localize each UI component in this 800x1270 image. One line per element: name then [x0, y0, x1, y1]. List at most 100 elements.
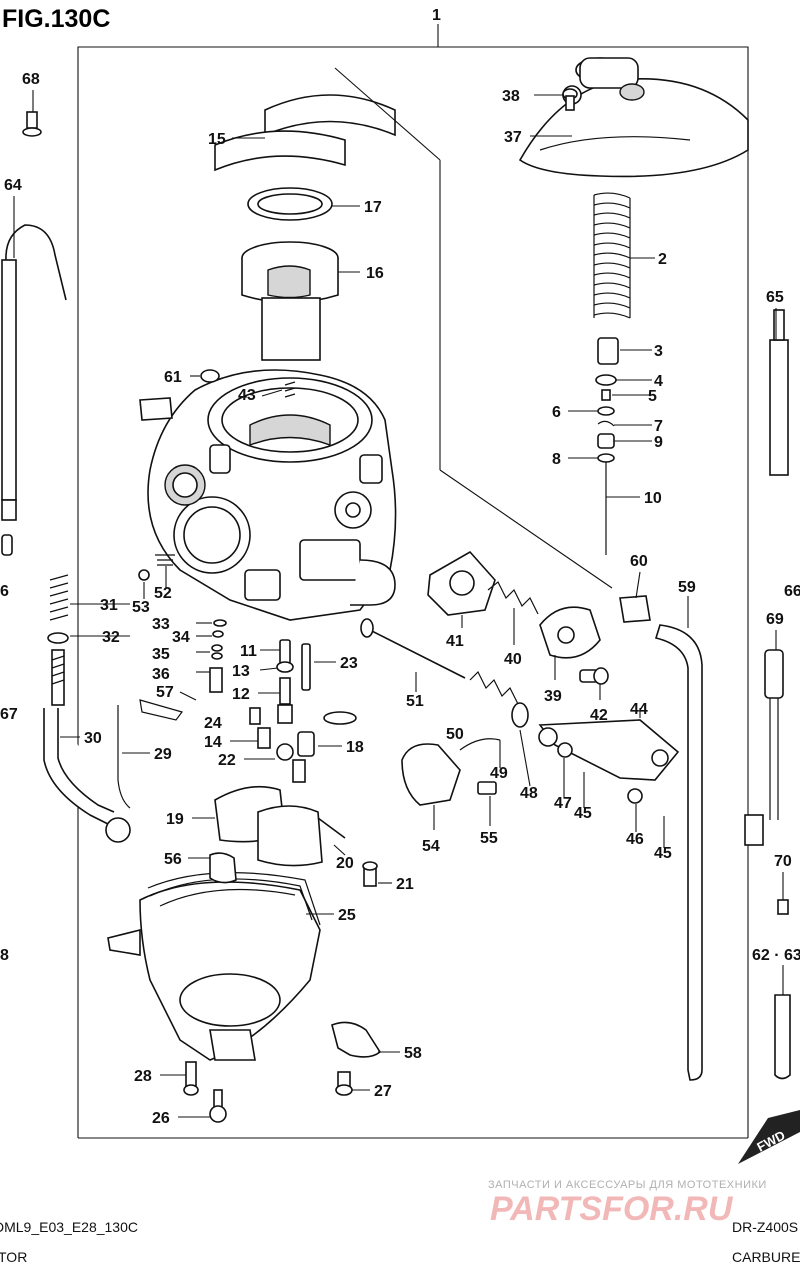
- callout-14: 14: [204, 734, 222, 751]
- callout-32: 32: [102, 629, 120, 646]
- hose-30: [43, 708, 131, 843]
- pump-lever: [538, 719, 680, 804]
- callout-60: 60: [630, 553, 648, 570]
- callout-66b: 6: [0, 583, 9, 600]
- pilot-screw-assembly: [47, 574, 69, 706]
- float-screw-21: [362, 861, 378, 887]
- callout-28: 28: [134, 1068, 152, 1085]
- callout-42: 42: [590, 707, 608, 724]
- callout-labels: 1 2 3 4 5 6 7 8 9 10 11 12 13 14 15 16 1…: [0, 7, 800, 1127]
- clip-68: [22, 111, 42, 137]
- throttle-valve-spring: [593, 192, 631, 319]
- pilot-jet-parts: [209, 619, 227, 693]
- callout-52: 52: [154, 585, 172, 602]
- figure-title: FIG.130C: [2, 5, 110, 33]
- watermark: ЗАПЧАСТИ И АКСЕССУАРЫ ДЛЯ МОТОТЕХНИКИ PA…: [488, 1179, 767, 1228]
- callout-65: 65: [766, 289, 784, 306]
- part-name-right-fragment: CARBURET: [732, 1249, 800, 1265]
- callout-67: 67: [0, 706, 18, 723]
- callout-21: 21: [396, 876, 414, 893]
- callout-8: 8: [552, 451, 561, 468]
- callout-5: 5: [648, 388, 657, 405]
- callout-9: 9: [654, 434, 663, 451]
- callout-47: 47: [554, 795, 572, 812]
- callout-57: 57: [156, 684, 174, 701]
- bracket-62-63: [774, 994, 791, 1080]
- callout-43: 43: [238, 387, 256, 404]
- float-pin: [317, 817, 346, 839]
- callout-7: 7: [654, 418, 663, 435]
- callout-53: 53: [132, 599, 150, 616]
- callout-41: 41: [446, 633, 464, 650]
- callout-66a: 66: [784, 583, 800, 600]
- watermark-brand: PARTSFOR.RU: [490, 1190, 734, 1228]
- callout-29: 29: [154, 746, 172, 763]
- clip-56: [209, 852, 237, 884]
- callout-64: 64: [4, 177, 22, 194]
- callout-16: 16: [366, 265, 384, 282]
- callout-34: 34: [172, 629, 190, 646]
- callout-70: 70: [774, 853, 792, 870]
- oring-48: [511, 702, 529, 728]
- clip-70: [777, 899, 789, 915]
- throttle-sensor: [401, 738, 501, 806]
- callout-1: 1: [432, 7, 441, 24]
- callout-45a: 45: [574, 805, 592, 822]
- callout-58: 58: [404, 1045, 422, 1062]
- callout-12: 12: [232, 686, 250, 703]
- sensor-69: [744, 649, 784, 846]
- cap-screw: [562, 88, 578, 111]
- callout-39: 39: [544, 688, 562, 705]
- callout-6: 6: [552, 404, 561, 421]
- watermark-caption: ЗАПЧАСТИ И АКСЕССУАРЫ ДЛЯ МОТОТЕХНИКИ: [488, 1179, 767, 1191]
- callout-4: 4: [654, 373, 663, 390]
- callout-17: 17: [364, 199, 382, 216]
- callout-22: 22: [218, 752, 236, 769]
- float-chamber: [107, 878, 321, 1061]
- hose-59: [654, 624, 703, 1081]
- spring-43: [284, 381, 296, 398]
- float: [214, 785, 323, 867]
- part-52: [155, 554, 175, 566]
- clip-61: [200, 369, 220, 383]
- pump-cover-screw: [579, 667, 609, 685]
- callout-68: 68: [22, 71, 40, 88]
- part-name-fragment: TOR: [0, 1249, 27, 1265]
- carburetor-body: [139, 369, 397, 621]
- callout-38: 38: [502, 88, 520, 105]
- callout-36: 36: [152, 666, 170, 683]
- jet-needle-stack: [595, 337, 619, 555]
- screw-27: [335, 1071, 353, 1096]
- figure-code: DML9_E03_E28_130C: [0, 1219, 138, 1235]
- callout-23: 23: [340, 655, 358, 672]
- callout-31: 31: [100, 597, 118, 614]
- callout-35: 35: [152, 646, 170, 663]
- pump-rod-spring: [469, 670, 519, 705]
- ball-53: [138, 569, 150, 581]
- callout-25: 25: [338, 907, 356, 924]
- hose-29: [117, 705, 131, 809]
- footer: DML9_E03_E28_130C TOR DR-Z400S CARBURET: [0, 1219, 800, 1265]
- cover-gasket: [427, 550, 496, 616]
- callout-13: 13: [232, 663, 250, 680]
- callout-11: 11: [240, 643, 257, 660]
- callout-45b: 45: [654, 845, 672, 862]
- callout-15: 15: [208, 131, 226, 148]
- callout-33: 33: [152, 616, 170, 633]
- pump-rod: [360, 618, 466, 679]
- forward-arrow: FWD: [738, 1110, 800, 1164]
- main-jet-parts: [249, 639, 357, 783]
- callout-20: 20: [336, 855, 354, 872]
- clip-57: [139, 699, 184, 721]
- callout-27: 27: [374, 1083, 392, 1100]
- air-funnel-assembly: [214, 67, 613, 589]
- callout-54: 54: [422, 838, 440, 855]
- callout-18: 18: [346, 739, 364, 756]
- leader-lines: [13, 90, 784, 1118]
- callout-48: 48: [520, 785, 538, 802]
- callout-44: 44: [630, 701, 648, 718]
- callout-55: 55: [480, 830, 498, 847]
- callout-56: 56: [164, 851, 182, 868]
- drain-screw-28: [183, 1061, 199, 1096]
